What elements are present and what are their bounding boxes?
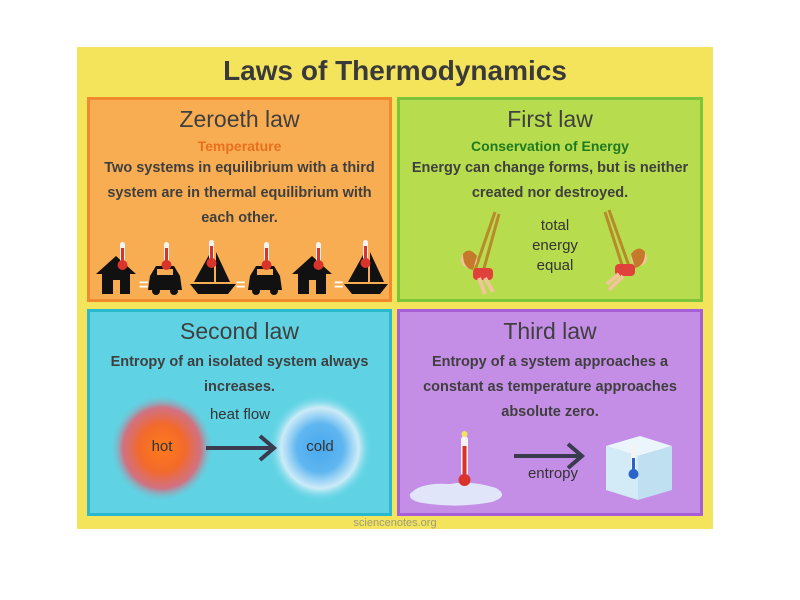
hot-blob — [110, 394, 214, 502]
energy-label-line: energy — [532, 237, 578, 254]
heat-flow-label: heat flow — [209, 406, 271, 423]
zeroeth-subtitle: Temperature — [197, 138, 282, 154]
zeroeth-heading: Zeroeth law — [179, 106, 300, 132]
zeroeth-body: Two systems in equilibrium with a third … — [104, 160, 375, 226]
first-subtitle: Conservation of Energy — [471, 138, 629, 154]
thermometer-icon — [206, 240, 217, 268]
panel-second-law: Second law Entropy of an isolated system… — [87, 309, 392, 516]
third-body: Entropy of a system approaches a constan… — [423, 354, 677, 420]
entropy-label: entropy — [527, 465, 579, 482]
house-icon — [292, 256, 332, 294]
second-heading: Second law — [180, 318, 299, 344]
page-title: Laws of Thermodynamics — [223, 55, 567, 86]
energy-label-line: total — [540, 217, 570, 234]
car-icon — [248, 266, 282, 295]
energy-label: total energy equal — [520, 216, 590, 276]
heat-flow-illustration — [110, 394, 372, 502]
panel-third-law: Third law Entropy of a system approaches… — [397, 309, 703, 516]
entropy-illustration — [409, 431, 672, 506]
first-body: Energy can change forms, but is neither … — [411, 160, 689, 201]
equals-sign: = — [334, 277, 343, 294]
thermometer-icon — [313, 242, 324, 270]
cold-blob — [268, 394, 372, 502]
thermometer-icon — [261, 242, 272, 270]
house-icon — [96, 256, 136, 294]
thermometer-icon — [117, 242, 128, 270]
cold-label: cold — [306, 438, 334, 455]
thermometer-icon — [161, 242, 172, 270]
energy-label-line: equal — [536, 257, 574, 274]
credit-text: sciencenotes.org — [353, 517, 437, 529]
second-body: Entropy of an isolated system always inc… — [110, 354, 369, 395]
water-puddle — [409, 482, 503, 506]
swinging-girl-right-icon — [603, 209, 647, 292]
thermometer-icon — [360, 240, 371, 268]
first-heading: First law — [507, 106, 593, 132]
swinging-girl-left-icon — [461, 211, 501, 295]
ice-cube-thermometer-icon — [606, 436, 672, 500]
poster: Laws of Thermodynamics Zeroeth law Tempe… — [77, 47, 713, 529]
panel-first-law: First law Conservation of Energy Energy … — [397, 97, 703, 302]
zeroeth-illustration: = = — [96, 240, 388, 295]
equals-sign: = — [236, 277, 245, 294]
panel-zeroeth-law: Zeroeth law Temperature Two systems in e… — [87, 97, 392, 302]
arrow-icon — [206, 434, 278, 462]
car-icon — [148, 266, 182, 295]
thermometer-red-icon — [458, 431, 471, 486]
third-heading: Third law — [503, 318, 597, 344]
hot-label: hot — [151, 438, 173, 455]
arrow-icon — [514, 442, 586, 470]
equals-sign: = — [139, 277, 148, 294]
